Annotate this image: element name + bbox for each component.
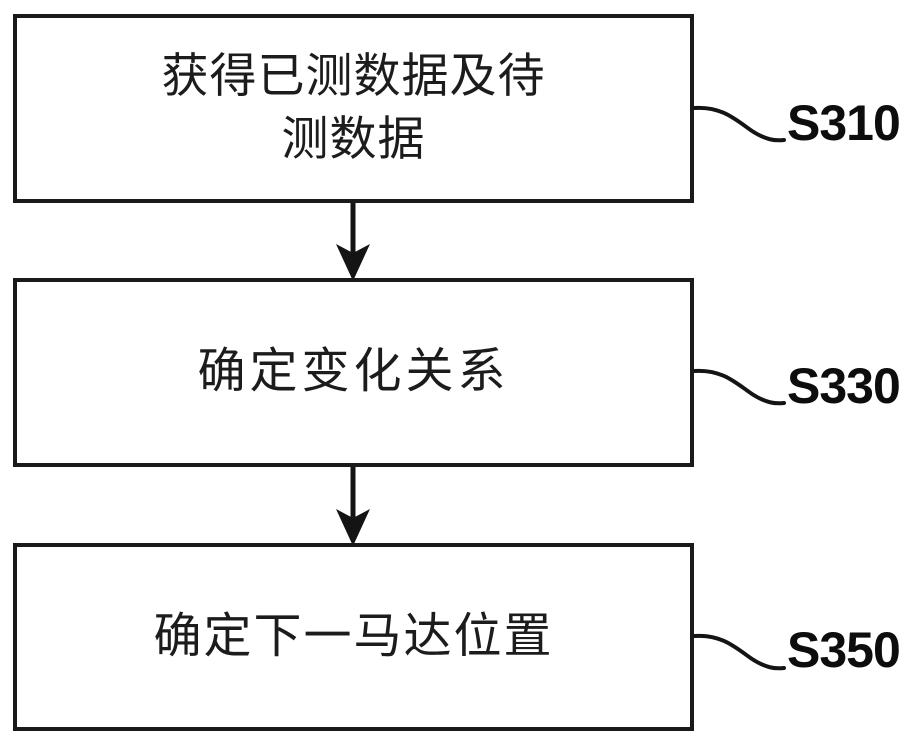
- process-box-s350[interactable]: 确定下一马达位置: [13, 543, 694, 731]
- step-reference-s330: S330: [787, 358, 901, 414]
- step-reference-s310: S310: [787, 95, 901, 151]
- leader-line-s310: [692, 105, 786, 143]
- process-box-s310[interactable]: 获得已测数据及待 测数据: [13, 14, 694, 203]
- connector-s310-to-s330: [336, 203, 370, 281]
- connector-s330-to-s350: [336, 467, 370, 546]
- step-reference-s350: S350: [787, 622, 901, 678]
- process-box-s330-label: 确定变化关系: [197, 345, 510, 399]
- process-box-s310-label: 获得已测数据及待 测数据: [161, 50, 546, 166]
- leader-line-s330: [692, 368, 786, 406]
- process-box-s330[interactable]: 确定变化关系: [13, 278, 694, 467]
- process-box-s350-label: 确定下一马达位置: [153, 609, 554, 663]
- leader-line-s350: [692, 633, 786, 671]
